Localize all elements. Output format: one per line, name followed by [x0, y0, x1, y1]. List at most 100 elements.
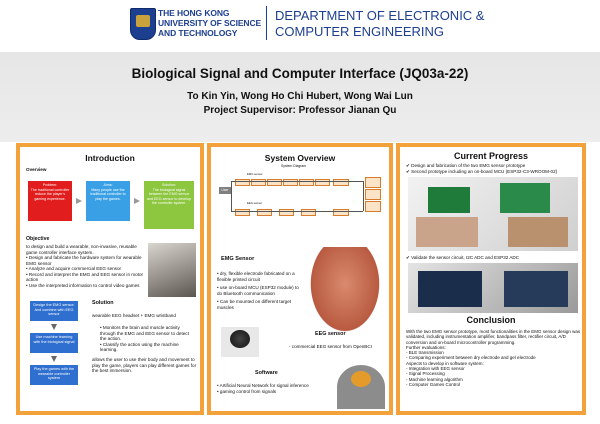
conclusion-paragraph: With the two EMG sensor prototype, most … [406, 329, 581, 345]
overview-label: Overview [26, 167, 47, 172]
aims-text: Many people use the traditional controll… [90, 187, 126, 201]
diagram-block [333, 209, 349, 216]
system-diagram-title: System Diagram [281, 164, 307, 168]
emg-sensor-label: EMG sensor [247, 172, 263, 176]
pcb-board-image [500, 183, 550, 213]
eeg-headset-shape [230, 330, 250, 348]
emg-prototype-photos [408, 177, 578, 251]
diagram-block [267, 179, 282, 186]
diagram-block [283, 179, 298, 186]
solution-paragraph: allows the user to use their body and mo… [92, 357, 197, 374]
aspect-item: - Integration with EEG sensor [406, 366, 465, 372]
check-icon: ✔ [406, 255, 410, 260]
oscilloscope-photos [408, 263, 578, 313]
problem-text: The traditional controller reduce the pl… [30, 187, 70, 201]
introduction-panel: Introduction Overview Problem: The tradi… [16, 143, 204, 415]
software-bullet: • Artificial Neural Network for signal i… [217, 383, 309, 388]
diagram-connector [231, 181, 232, 211]
diagram-block [365, 189, 381, 200]
poster-header [0, 0, 600, 50]
solution-box-title: Solution: [162, 183, 176, 187]
department-name-line1: DEPARTMENT OF ELECTRONIC & [275, 8, 485, 23]
university-name-line2: UNIVERSITY OF SCIENCE [158, 18, 262, 28]
check-icon: ✔ [406, 163, 410, 168]
gaming-setup-photo [148, 243, 196, 297]
diagram-connector [363, 181, 364, 211]
aims-box: Aims: Many people use the traditional co… [86, 181, 130, 221]
progress-check-item: ✔ Second prototype including an on-board… [406, 168, 558, 174]
objective-item: • Use the interpreted information to con… [26, 282, 140, 288]
eeg-sensor-text: - commercial EEG sensor from OpenBCI [289, 344, 372, 349]
brain-icon [351, 371, 371, 387]
system-overview-heading: System Overview [264, 153, 336, 163]
arrow-down-icon [51, 356, 57, 362]
arrow-down-icon [51, 324, 57, 330]
progress-conclusion-panel: Current Progress ✔ Design and fabricatio… [396, 143, 586, 415]
poster-authors: To Kin Yin, Wong Ho Chi Hubert, Wong Wai… [187, 91, 413, 102]
oscilloscope-screen-image [418, 271, 482, 307]
progress-check-item: ✔ Design and fabrication of the two EMG … [406, 163, 526, 168]
objective-item: • Analyze and acquire commercial EEG sen… [26, 266, 122, 272]
solution-bullets: • Monitors the brain and muscle activity… [100, 325, 196, 353]
problem-title: Problem: [42, 183, 58, 187]
oscilloscope-screen-image [504, 271, 568, 307]
header-divider [266, 6, 267, 40]
introduction-heading: Introduction [85, 153, 135, 163]
diagram-block [235, 209, 250, 216]
solution-subtitle: wearable EEG headset + EMG wristband [92, 313, 176, 318]
further-evaluation-item: - Comparing experiment between dry elect… [406, 355, 536, 361]
poster-title: Biological Signal and Computer Interface… [131, 66, 469, 81]
software-heading: Software [255, 370, 278, 376]
validation-check-item: ✔ Validate the sensor circuit, I2C ADC a… [406, 255, 520, 260]
solution-box: Solution: The biological signal between … [144, 181, 194, 229]
department-name-line2: COMPUTER ENGINEERING [275, 24, 445, 39]
objective-heading: Objective [26, 236, 50, 242]
solution-box-text: The biological signal between the EMG se… [147, 187, 191, 206]
diagram-block [333, 179, 349, 186]
objective-item: • Record and interpret the EMG and EEG s… [26, 271, 144, 283]
flow-step-1: Design the EMG sensor. And combine with … [30, 301, 78, 321]
diagram-block [235, 179, 250, 186]
university-name-line1: THE HONG KONG [158, 8, 230, 18]
objective-intro: to design and build a wearable, non-inva… [26, 244, 137, 255]
aspect-item: - Computer Games Control [406, 381, 461, 387]
conclusion-body: With the two EMG sensor prototype, most … [406, 329, 582, 387]
diagram-block [365, 177, 381, 188]
check-icon: ✔ [406, 168, 410, 174]
university-name-line3: AND TECHNOLOGY [158, 28, 238, 38]
arm-with-sensor-image [508, 217, 568, 247]
further-evaluations-title: Further evaluations: [406, 344, 446, 350]
user-node: User [219, 187, 231, 194]
conclusion-heading: Conclusion [466, 315, 516, 325]
diagram-connector [231, 181, 363, 182]
current-progress-heading: Current Progress [453, 151, 529, 161]
emg-sensor-heading: EMG Sensor [221, 256, 255, 262]
software-bullet: • gaming control from signals [217, 388, 277, 394]
diagram-block [365, 201, 381, 212]
further-evaluation-item: - BLE transmission [406, 350, 444, 356]
muscle-anatomy-image [305, 247, 385, 339]
diagram-block [257, 209, 272, 216]
eeg-headset-image [221, 327, 259, 357]
objective-list: • Design and fabricate the hardware syst… [26, 255, 144, 289]
aspects-title: Aspects to develop in software system: [406, 360, 484, 366]
software-bullets: • Artificial Neural Network for signal i… [217, 383, 313, 394]
flow-step-3: Play the games with the wearable control… [30, 365, 78, 385]
aims-title: Aims: [103, 183, 113, 187]
emg-bullets: • dry, flexible electrode fabricated on … [217, 271, 303, 311]
progress-checklist: ✔ Design and fabrication of the two EMG … [406, 163, 580, 174]
diagram-connector [231, 211, 363, 212]
university-crest-logo [130, 8, 156, 40]
eeg-sensor-heading: EEG sensor [315, 331, 346, 337]
arrow-right-icon [76, 198, 82, 204]
emg-bullet: • use on-board MCU (ESP32 module) to do … [217, 285, 299, 296]
solution-bullet: • Monitors the brain and muscle activity… [100, 325, 189, 342]
flow-step-2: Use machine learning with the biological… [30, 333, 78, 353]
diagram-block [279, 209, 294, 216]
aspect-item: - Machine learning algorithm [406, 376, 463, 382]
diagram-block [299, 179, 314, 186]
problem-box: Problem: The traditional controller redu… [28, 181, 72, 221]
aspect-item: - Signal Processing [406, 371, 445, 377]
emg-bullet: • Can be mounted on different target mus… [217, 299, 292, 310]
objective-item: • Design and fabricate the hardware syst… [26, 255, 142, 266]
